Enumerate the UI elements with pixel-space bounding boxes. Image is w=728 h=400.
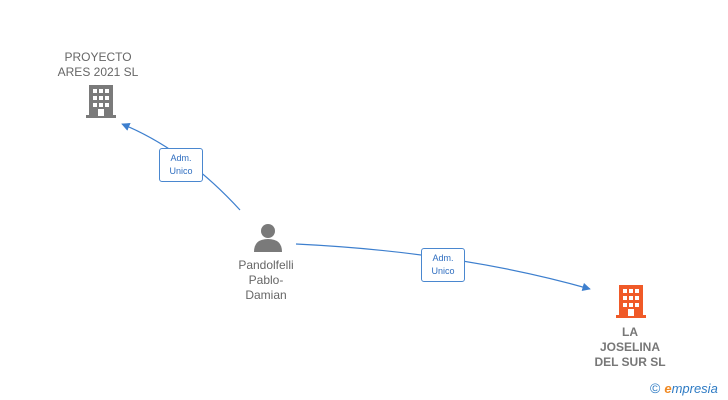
edge-label-line1: Adm.: [170, 153, 192, 163]
empresia-brand[interactable]: ©empresia: [650, 380, 718, 397]
person-pandolfelli-label[interactable]: Pandolfelli Pablo- Damian: [220, 258, 312, 303]
edge-label-proyecto[interactable]: Adm. Unico: [159, 148, 203, 182]
company-proyecto-line2: ARES 2021 SL: [57, 65, 139, 79]
company-joselina-line3: DEL SUR SL: [594, 355, 666, 369]
company-joselina-line1: LA: [622, 325, 638, 339]
building-icon[interactable]: [615, 284, 647, 318]
edge-label-line2: Unico: [431, 266, 455, 276]
brand-name: mpresia: [671, 381, 718, 396]
person-line3: Damian: [245, 288, 287, 302]
company-joselina-label[interactable]: LA JOSELINA DEL SUR SL: [580, 325, 680, 370]
company-joselina-line2: JOSELINA: [599, 340, 660, 354]
person-icon[interactable]: [252, 222, 284, 252]
edge-label-line2: Unico: [169, 166, 193, 176]
edge-label-line1: Adm.: [432, 253, 454, 263]
person-line1: Pandolfelli: [238, 258, 294, 272]
copyright-icon: ©: [650, 380, 661, 396]
company-proyecto-line1: PROYECTO: [64, 50, 132, 64]
person-line2: Pablo-: [248, 273, 284, 287]
brand-e: e: [664, 381, 672, 396]
edge-label-joselina[interactable]: Adm. Unico: [421, 248, 465, 282]
building-icon[interactable]: [85, 84, 117, 118]
company-proyecto-label[interactable]: PROYECTO ARES 2021 SL: [42, 50, 154, 80]
